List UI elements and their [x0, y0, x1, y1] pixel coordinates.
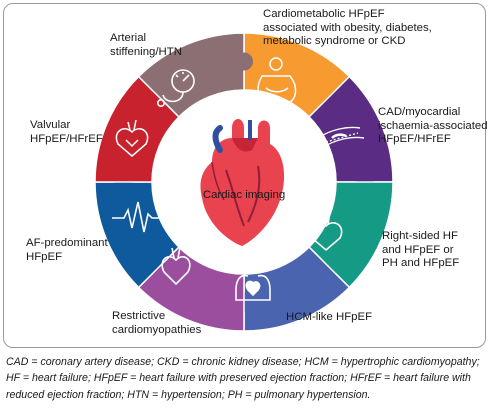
label-right-sided: Right-sided HF and HFpEF or PH and HFpEF [382, 230, 460, 269]
center-label: Cardiac imaging [202, 189, 286, 201]
label-cad: CAD/myocardial ischaemia-associated HFpE… [378, 106, 488, 145]
heart-outline-icon [309, 211, 343, 252]
blood-pressure-gauge-icon [157, 69, 195, 108]
label-restrictive: Restrictive cardiomyopathies [112, 310, 202, 336]
abbreviations-footnote: CAD = coronary artery disease; CKD = chr… [6, 356, 480, 401]
central-heart-illustration [200, 119, 285, 246]
phenotype-wheel [94, 32, 394, 332]
segment-knob-arterial [235, 52, 253, 71]
label-hcm: HCM-like HFpEF [286, 311, 373, 323]
ecg-wave-icon [112, 201, 160, 233]
artery-plaque-icon [317, 126, 365, 149]
obese-figure-icon [257, 57, 297, 113]
label-af: AF-predominant HFpEF [26, 237, 108, 263]
heart-outline-icon [161, 246, 191, 286]
heart-valve-icon [115, 119, 149, 157]
label-valvular: Valvular HFpEF/HFrEF [30, 119, 103, 145]
chest-heart-icon [235, 274, 271, 301]
label-arterial: Arterial stiffening/HTN [110, 32, 182, 58]
label-cardiometabolic: Cardiometabolic HFpEF associated with ob… [263, 8, 432, 47]
